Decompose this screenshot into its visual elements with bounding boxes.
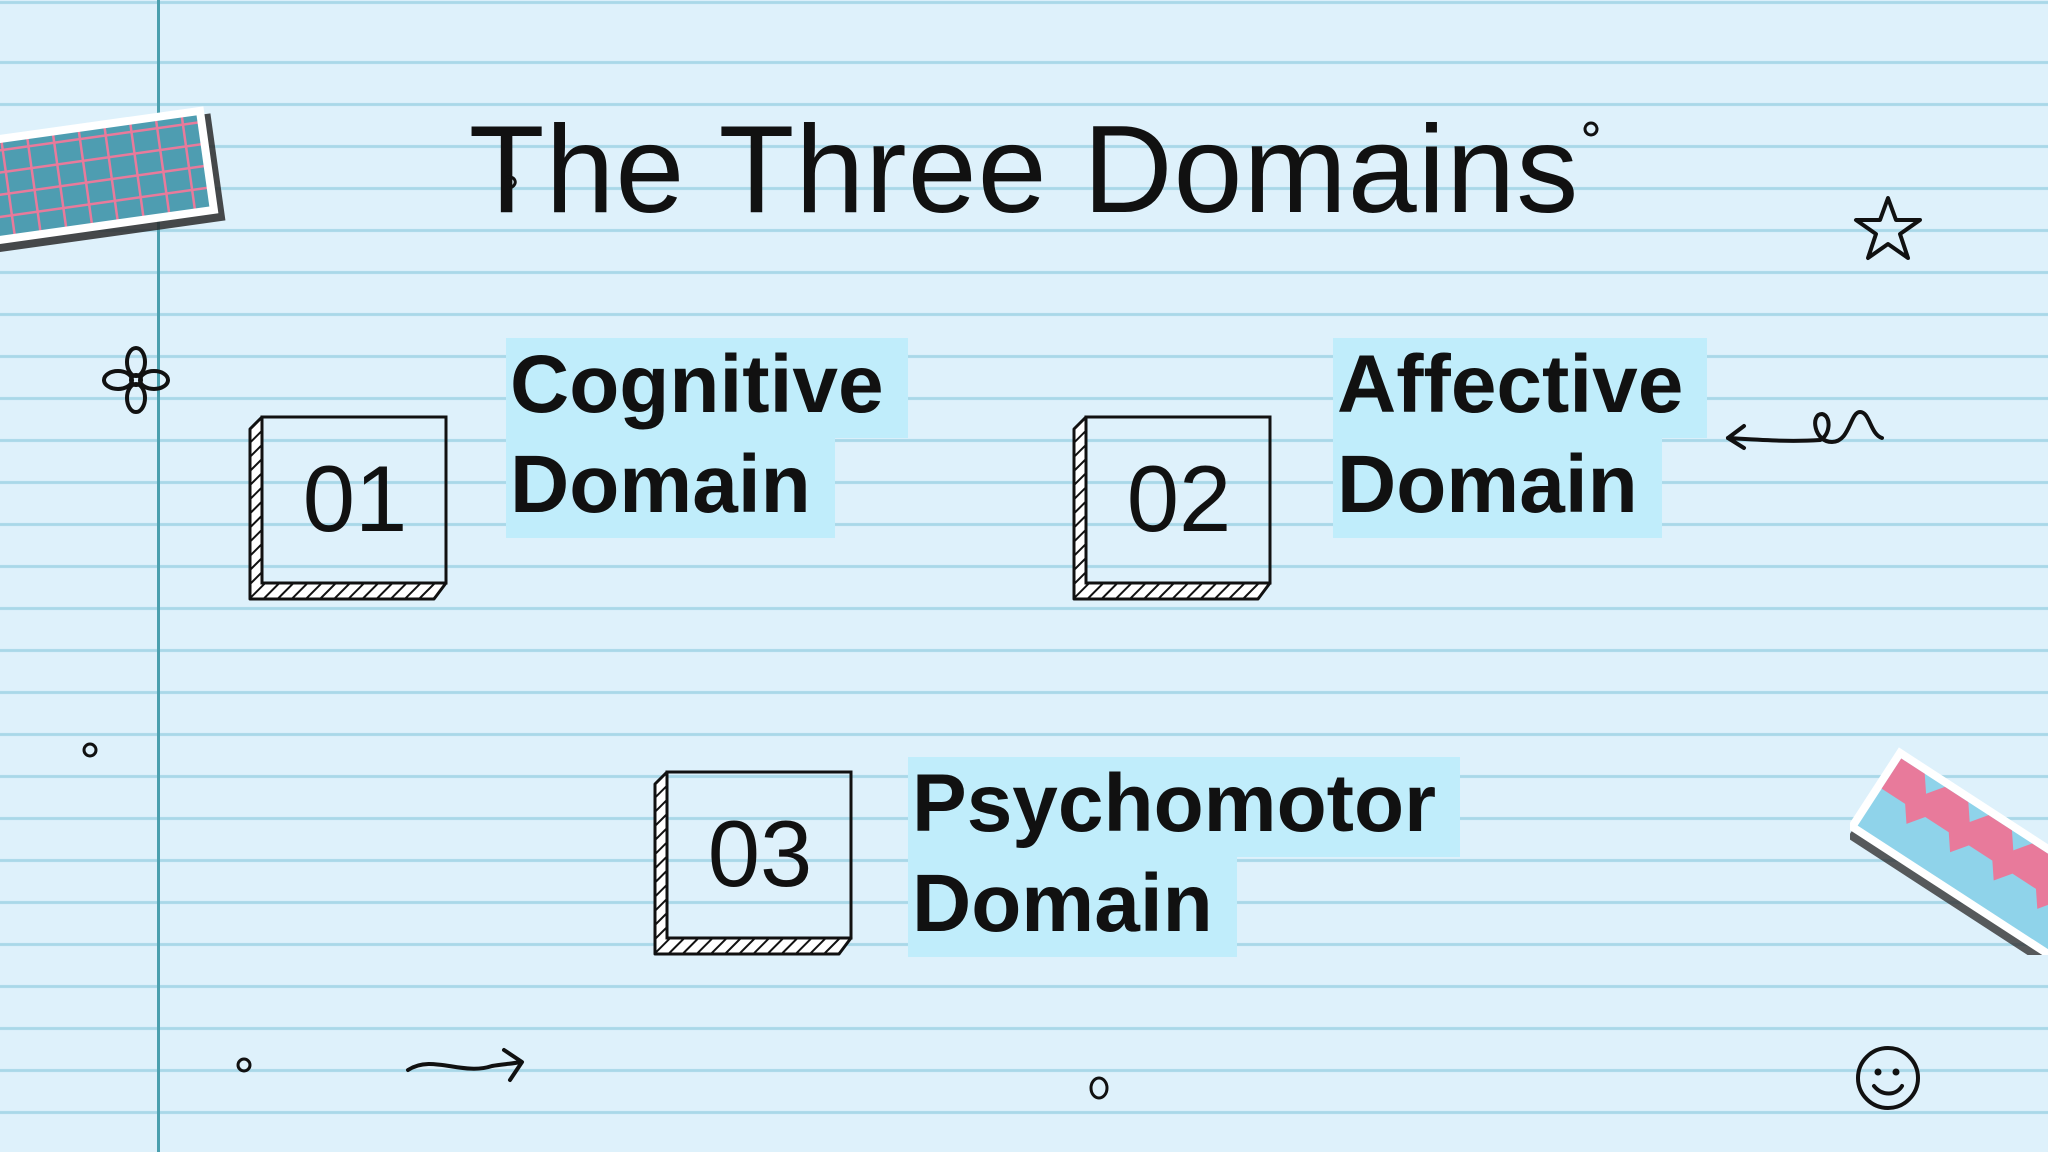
domain-label-cognitive: Cognitive Domain (506, 338, 908, 538)
arrow-doodle-icon (406, 1048, 524, 1082)
circle-dot-icon (1583, 121, 1599, 137)
number-box-03: 03 (653, 770, 853, 956)
washi-tape-zigzag (1850, 747, 2048, 955)
number-03: 03 (707, 801, 813, 906)
number-box-02: 02 (1072, 415, 1272, 601)
domain-label-line2: Domain (506, 438, 835, 538)
number-01: 01 (302, 446, 408, 551)
small-circle-icon (236, 1057, 252, 1073)
domain-label-affective: Affective Domain (1333, 338, 1708, 538)
domain-label-line1: Psychomotor (908, 757, 1460, 857)
domain-label-line2: Domain (1333, 438, 1662, 538)
domain-label-line1: Affective (1333, 338, 1708, 438)
notebook-margin-line (157, 0, 160, 1152)
flower-icon (102, 346, 170, 414)
domain-label-line1: Cognitive (506, 338, 908, 438)
page-title: The Three Domains (468, 101, 1580, 239)
number-box-01: 01 (248, 415, 448, 601)
loop-arrow-icon (1726, 409, 1884, 450)
domain-label-line2: Domain (908, 857, 1237, 957)
small-circle-icon (82, 742, 98, 758)
star-icon (1854, 196, 1922, 260)
smiley-icon (1856, 1046, 1920, 1110)
washi-tape-grid (0, 106, 226, 253)
title-squiggle-icon (505, 175, 517, 190)
domain-label-psychomotor: Psychomotor Domain (908, 757, 1460, 957)
number-02: 02 (1126, 446, 1232, 551)
small-circle-icon (1089, 1076, 1109, 1100)
